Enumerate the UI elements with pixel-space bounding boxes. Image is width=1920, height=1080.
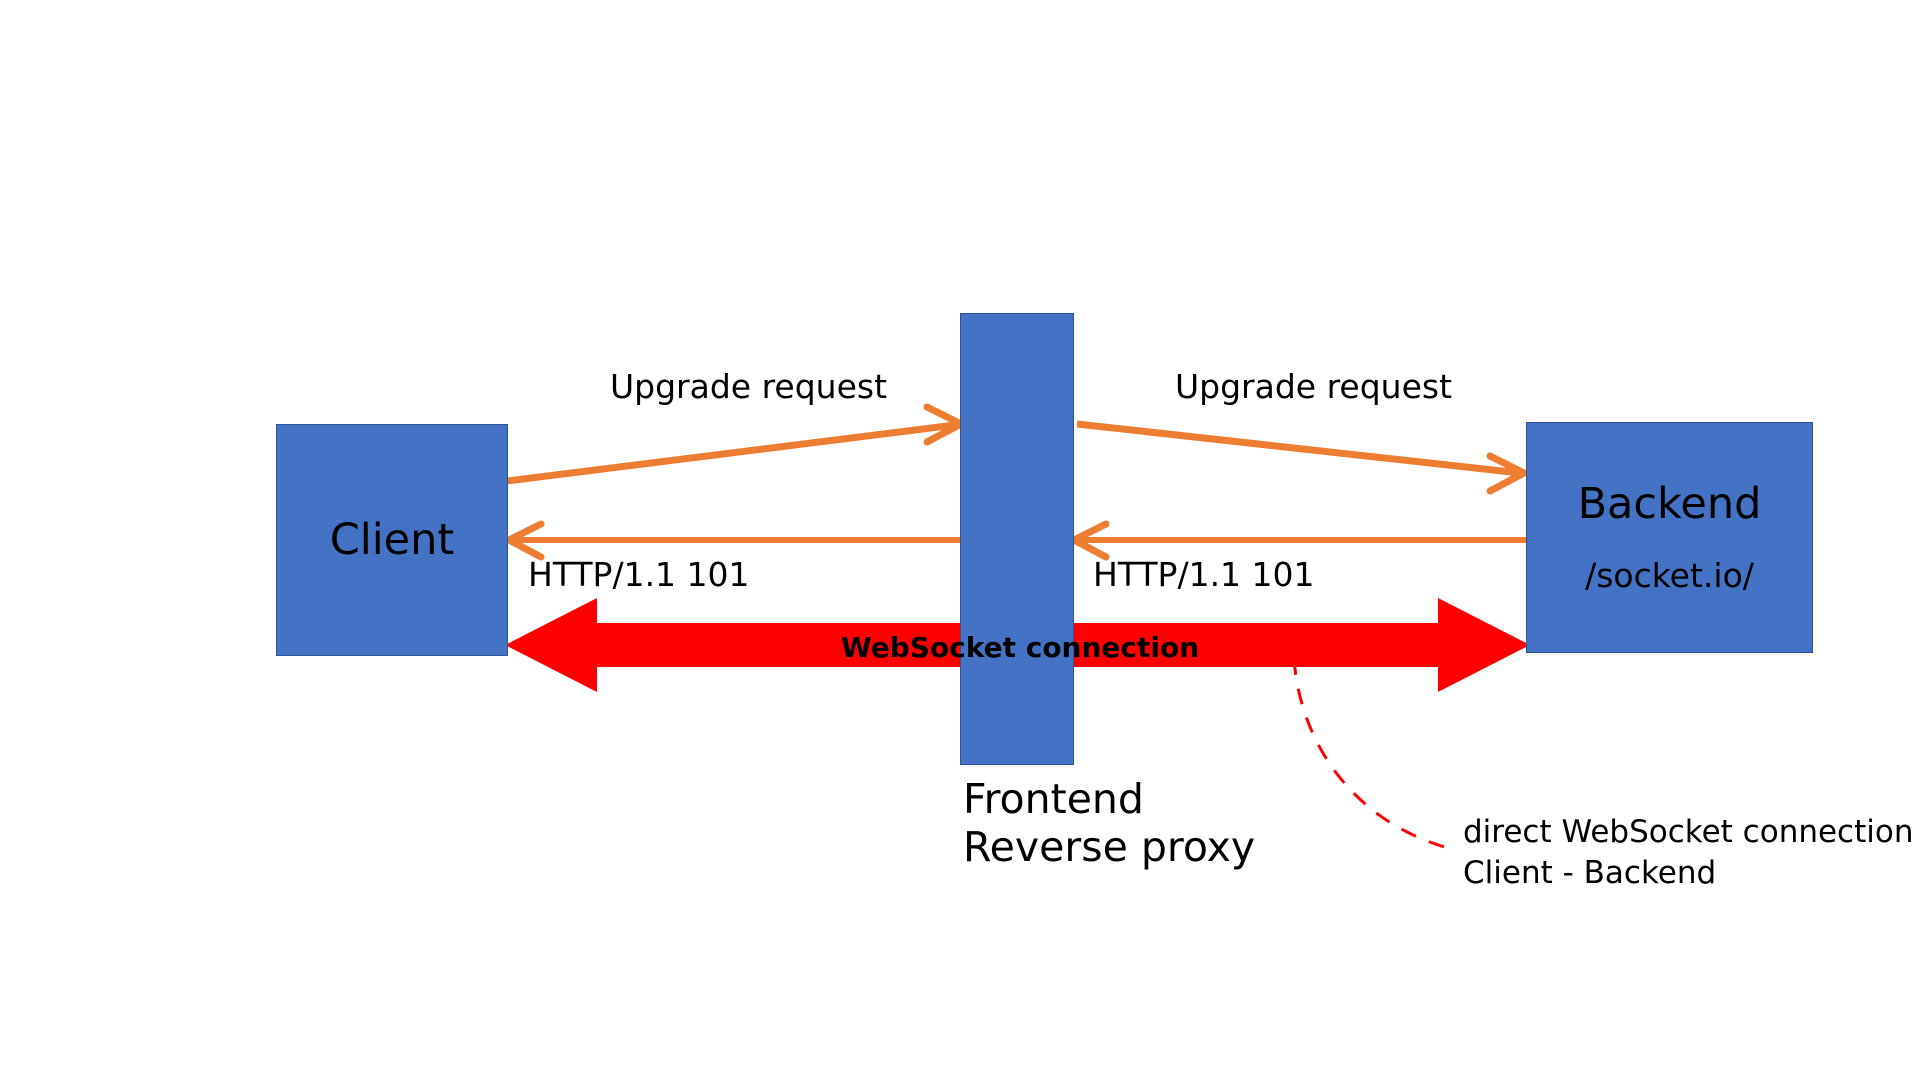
annotation-text-line1: direct WebSocket connection <box>1463 814 1914 850</box>
annotation-connector <box>1292 658 1449 850</box>
node-reverse-proxy-caption: Frontend Reverse proxy <box>963 775 1256 872</box>
edge-label-upgrade-request-right: Upgrade request <box>1175 367 1453 406</box>
node-client[interactable]: Client <box>276 424 508 656</box>
node-client-label: Client <box>329 514 455 565</box>
edge-label-http-response-left: HTTP/1.1 101 <box>528 555 750 594</box>
upgrade-request-right-arrow <box>1076 420 1532 495</box>
node-backend-label: Backend <box>1577 479 1762 530</box>
edge-label-http-response-right: HTTP/1.1 101 <box>1093 555 1315 594</box>
edge-label-upgrade-request-left: Upgrade request <box>610 367 888 406</box>
annotation-text: direct WebSocket connection Client - Bac… <box>1463 812 1913 894</box>
node-backend[interactable]: Backend /socket.io/ <box>1526 422 1813 653</box>
upgrade-request-left-arrow <box>506 403 969 485</box>
node-reverse-proxy-caption-line2: Reverse proxy <box>963 822 1256 871</box>
http-response-right-arrow <box>1066 520 1526 561</box>
node-reverse-proxy-caption-line1: Frontend <box>963 775 1144 823</box>
node-backend-sublabel: /socket.io/ <box>1585 556 1754 596</box>
http-response-left-arrow <box>501 520 963 561</box>
annotation-text-line2: Client - Backend <box>1463 855 1717 892</box>
node-reverse-proxy[interactable] <box>960 313 1074 765</box>
